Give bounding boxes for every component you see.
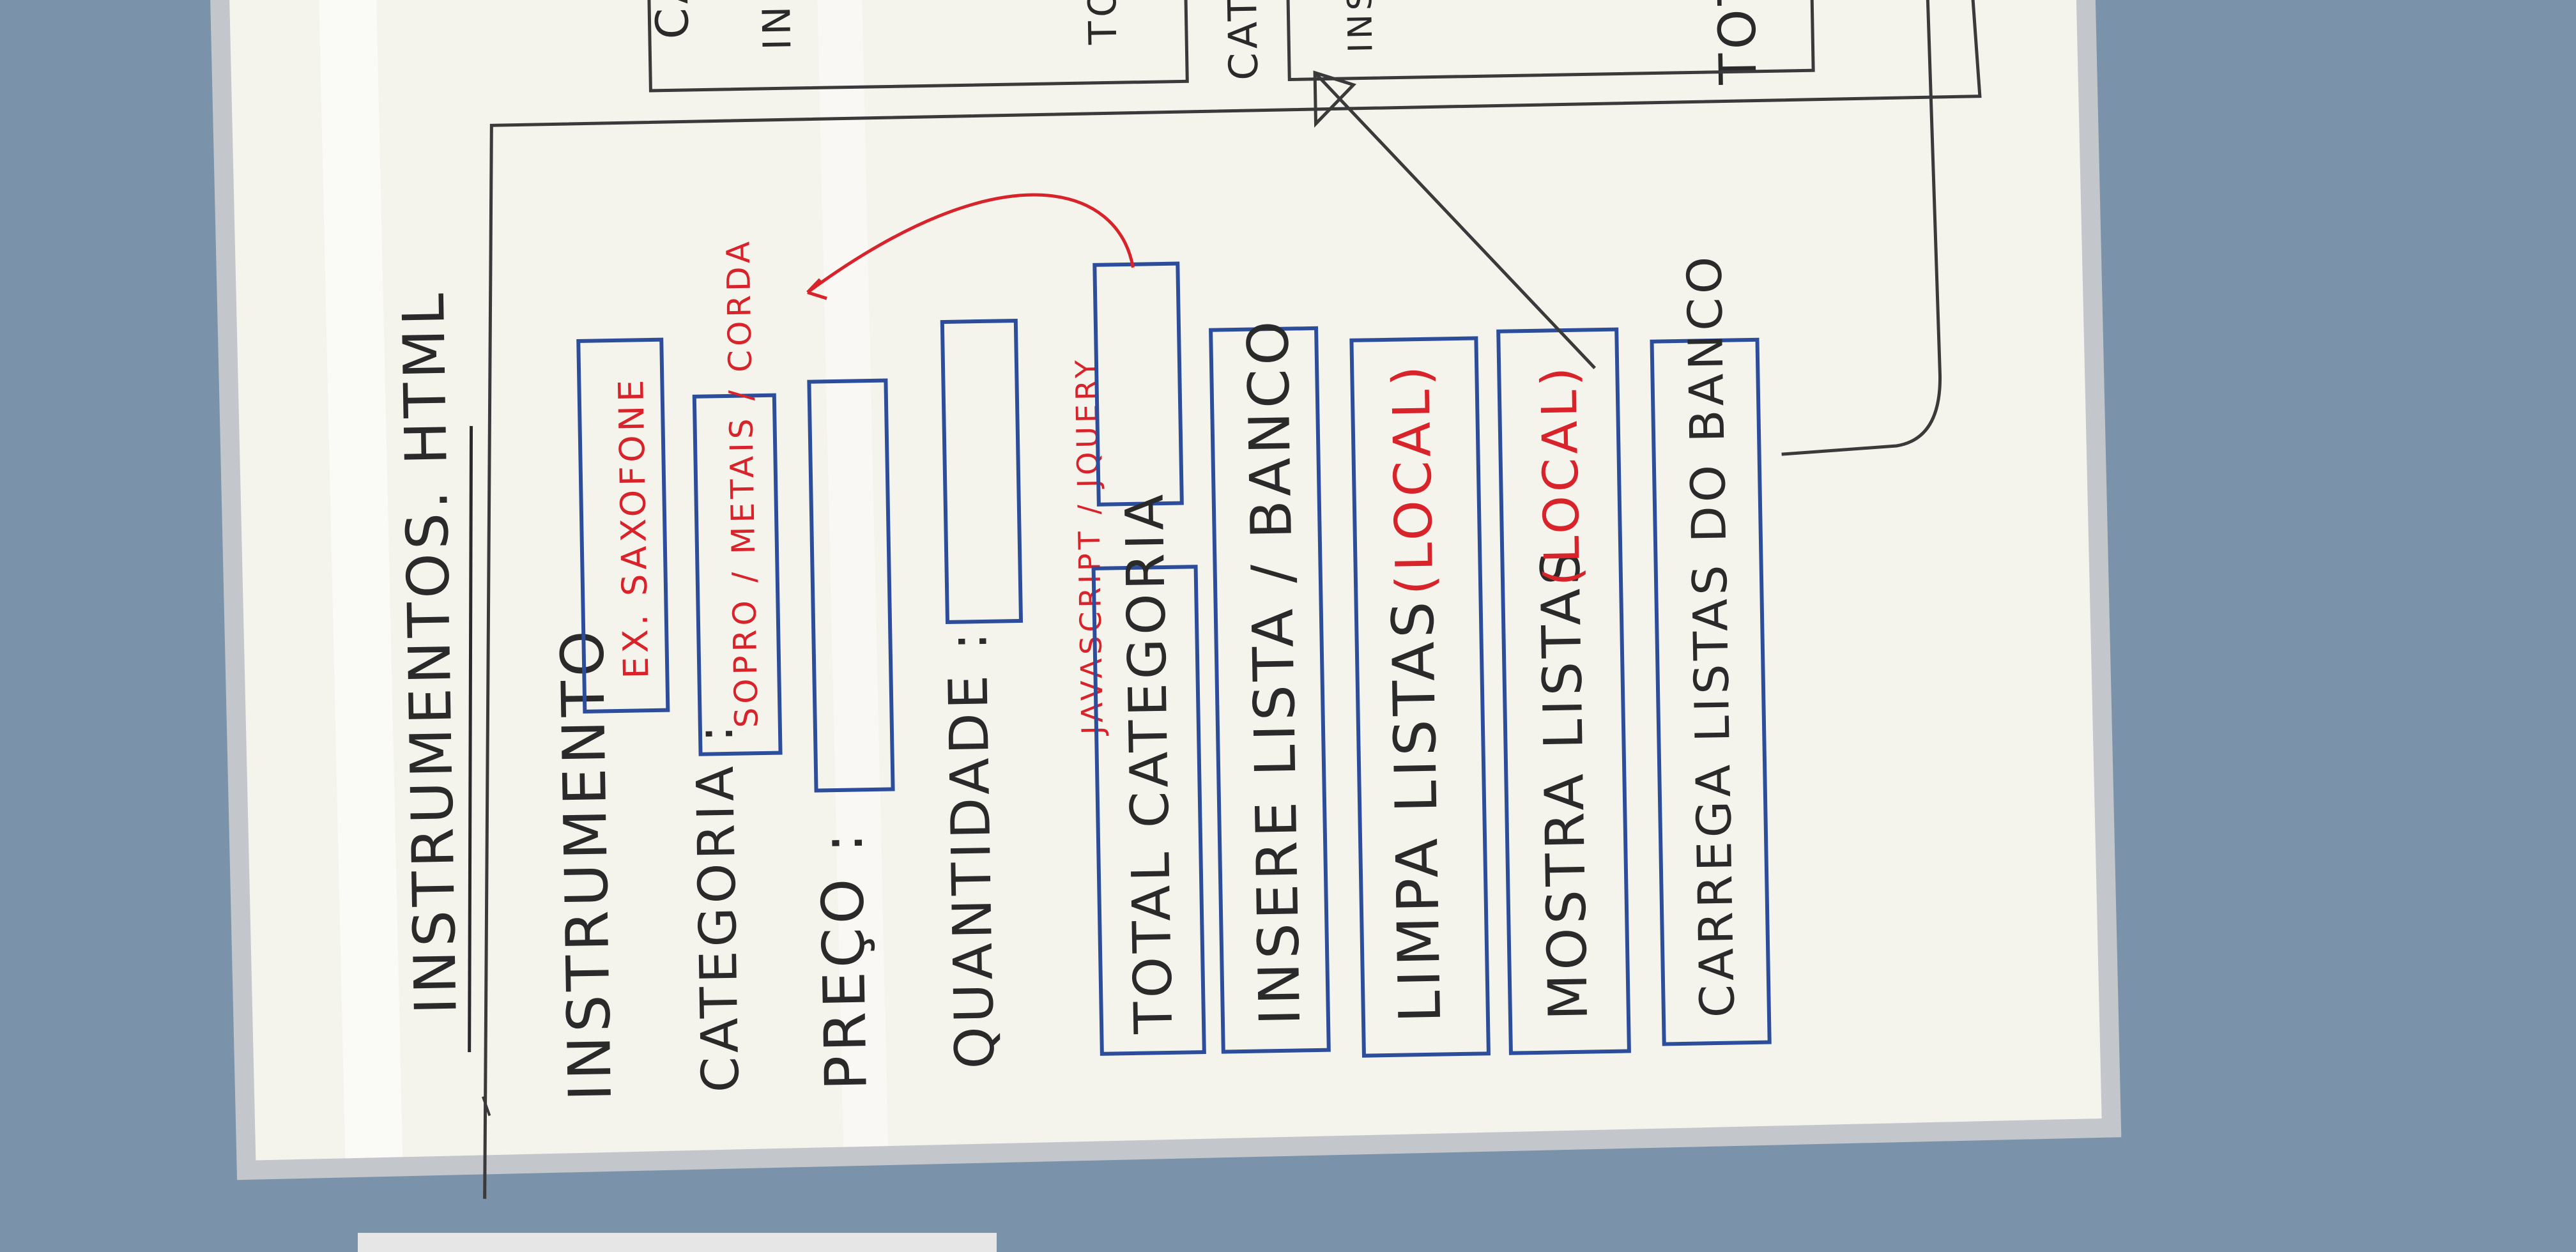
input-quantidade	[940, 318, 1023, 625]
button-label: LIMPA LISTAS	[1379, 597, 1454, 1023]
fragment-cate: CATE	[1218, 0, 1267, 80]
label-quantidade: QUANTIDADE :	[936, 628, 1006, 1069]
button-label: INSERE LISTA / BANCO	[1235, 317, 1313, 1026]
button-limpa-listas: LIMPA LISTAS (LOCAL)	[1349, 336, 1491, 1058]
page-outline	[483, 0, 1982, 1199]
board-drawing: INSTRUMENTOS. HTML INSTRUMENTO CATEGORIA…	[390, 0, 1982, 1199]
button-total-categoria: TOTAL CATEGORIA	[1091, 490, 1206, 1056]
button-hint: (LOCAL)	[1530, 363, 1591, 586]
fragment-ca: CA	[645, 0, 699, 40]
black-arrow	[1314, 72, 1597, 369]
label-instrumento: INSTRUMENTO	[548, 626, 625, 1102]
button-label: TOTAL CATEGORIA	[1114, 490, 1184, 1035]
glare-band	[319, 0, 403, 1159]
page-title: INSTRUMENTOS. HTML	[390, 289, 470, 1014]
button-label: MOSTRA LISTAS	[1529, 547, 1600, 1021]
button-insere-lista: INSERE LISTA / BANCO	[1209, 317, 1331, 1054]
upper-sketch-box	[645, 0, 1189, 93]
whiteboard-surface	[229, 0, 2102, 1161]
fragment-ins: INS	[1341, 0, 1381, 53]
hint-categoria: SOPRO / METAIS / CORDA	[719, 238, 765, 728]
whiteboard	[210, 0, 2122, 1180]
lower-frame-edge	[358, 1233, 997, 1252]
button-carrega-listas: CARREGA LISTAS DO BANCO	[1650, 252, 1772, 1046]
label-categoria: CATEGORIA :	[685, 721, 751, 1094]
fragment-in: IN	[755, 2, 800, 50]
label-preco: PREÇO :	[809, 829, 880, 1091]
input-instrumento	[576, 337, 670, 714]
fragment-to: TO	[1080, 0, 1126, 45]
button-label: CARREGA LISTAS DO BANCO	[1677, 252, 1745, 1018]
outline-corner	[481, 1096, 491, 1117]
hint-instrumento: EX. SAXOFONE	[611, 376, 656, 679]
result-box	[1092, 261, 1184, 507]
button-mostra-listas: MOSTRA LISTAS (LOCAL)	[1496, 327, 1631, 1055]
upper-sketch-box	[1284, 0, 1815, 82]
red-arrow	[806, 193, 1135, 294]
title-underline	[468, 425, 473, 1053]
input-categoria	[692, 393, 783, 756]
tech-note: JAVASCRIPT / JQUERY	[1069, 356, 1110, 737]
connector-line	[1781, 0, 1942, 456]
red-arrow-head	[806, 278, 827, 300]
input-preco	[807, 378, 895, 793]
button-hint: (LOCAL)	[1381, 362, 1445, 595]
